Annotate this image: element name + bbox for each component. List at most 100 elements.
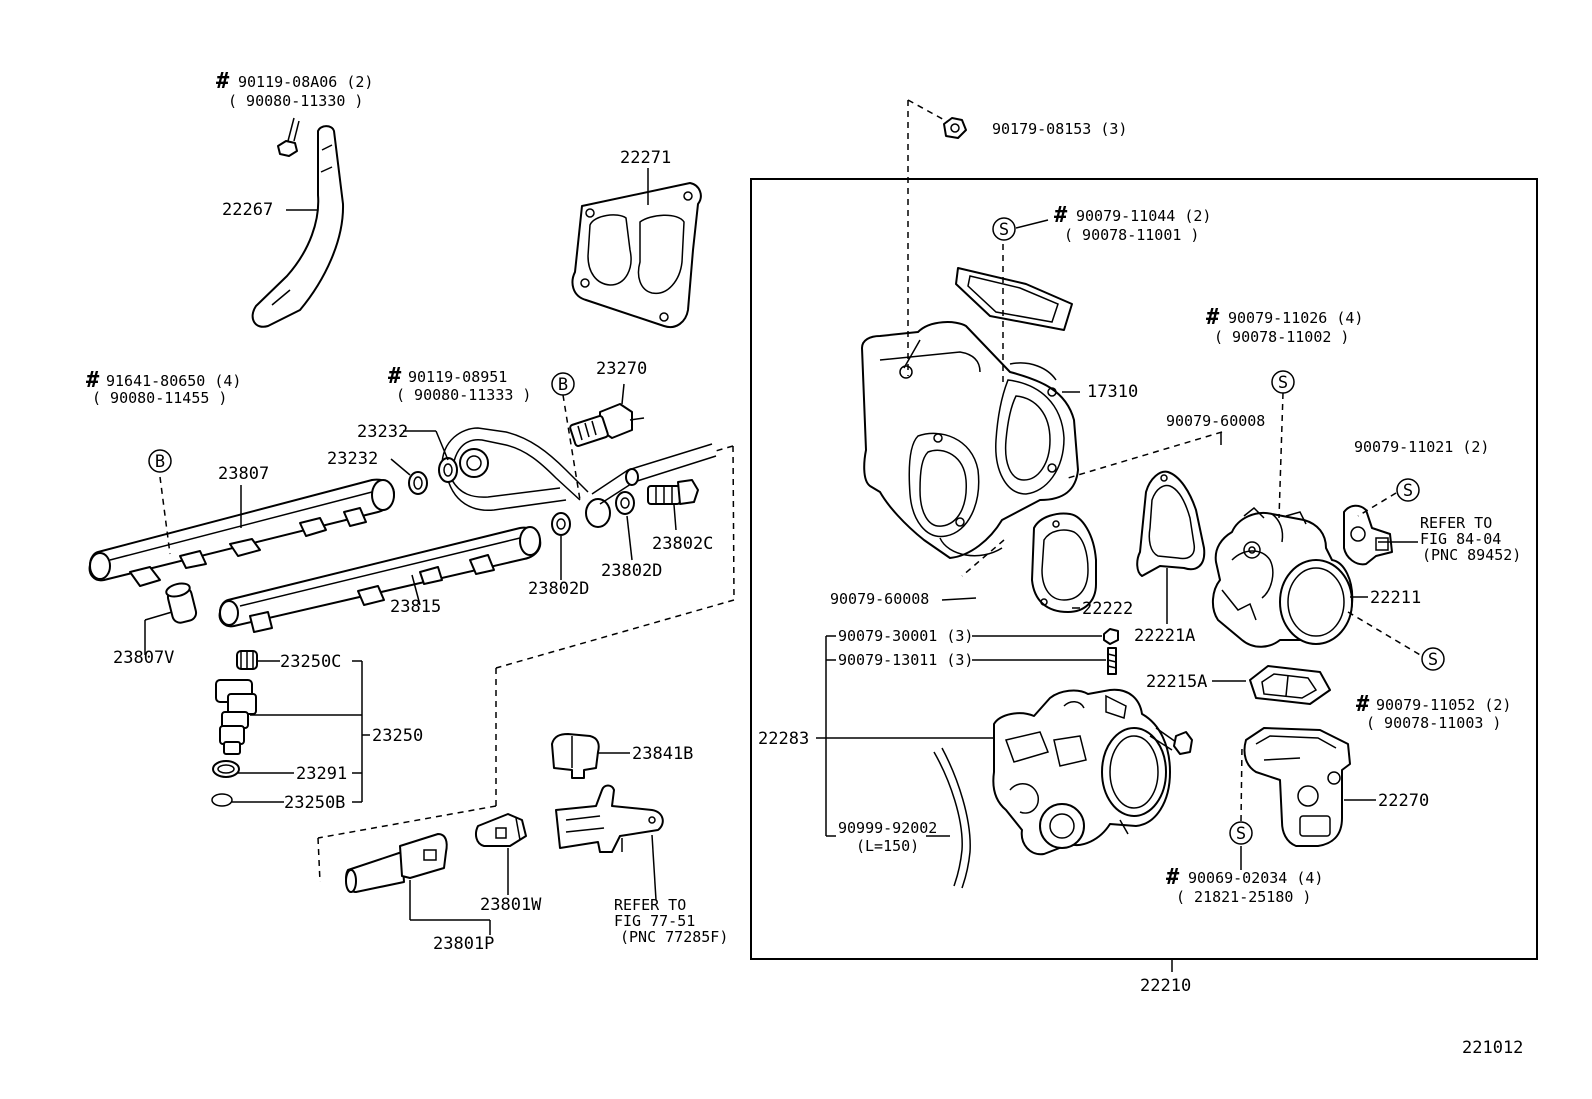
svg-text:B: B: [155, 452, 165, 472]
label-23807V: 23807V: [113, 648, 174, 668]
circle-b-marker-1: B: [148, 449, 172, 473]
label-23232-b: 23232: [327, 449, 378, 469]
label-90119-08A06: 90119-08A06 (2): [238, 73, 373, 91]
insulator-23807V-drawing: [165, 582, 198, 624]
label-90119-08951: 90119-08951: [408, 368, 507, 386]
sensor-89452-drawing: [1343, 504, 1393, 566]
label-90999-92002: 90999-92002: [838, 819, 937, 837]
label-23802D-b: 23802D: [528, 579, 589, 599]
delivery-pipe-23807-drawing: [88, 478, 395, 587]
label-23802C: 23802C: [652, 534, 713, 554]
screw-90079-30001-drawing: [1103, 628, 1119, 645]
connector-23801P-drawing: [345, 833, 448, 893]
svg-text:S: S: [1278, 373, 1288, 393]
gasket-22215A-drawing: [1249, 665, 1331, 705]
label-22211: 22211: [1370, 588, 1421, 608]
label-90079-60008-b: 90079-60008: [830, 590, 929, 608]
label-23801W: 23801W: [480, 895, 542, 915]
injector-23250-drawing: [215, 650, 258, 755]
label-23232-a: 23232: [357, 422, 408, 442]
label-90080-11455: ( 90080-11455 ): [92, 389, 227, 407]
circle-s-marker-4: S: [1421, 647, 1445, 671]
diagram-id: 221012: [1462, 1038, 1523, 1058]
leader-lines: [144, 168, 1418, 972]
throttle-body-22283-drawing: [992, 688, 1171, 856]
label-23270: 23270: [596, 359, 647, 379]
label-90078-11002: ( 90078-11002 ): [1214, 328, 1349, 346]
hash-marker-90079-11044: #: [1054, 203, 1068, 228]
connector-23801W-drawing: [475, 813, 527, 847]
label-22267: 22267: [222, 200, 273, 220]
label-refer-84-line2: FIG 84-04: [1420, 530, 1501, 548]
throttle-body-22211-drawing: [1212, 506, 1354, 648]
delivery-pipe-23815-drawing: [218, 526, 542, 633]
label-90079-30001: 90079-30001 (3): [838, 627, 973, 645]
dashed-leaders: [159, 99, 1423, 883]
label-21821-25180: ( 21821-25180 ): [1176, 888, 1311, 906]
fitting-23270-drawing: [569, 403, 645, 447]
bolt-90119-08A06-drawing: [277, 117, 300, 157]
circle-s-marker-1: S: [992, 217, 1016, 241]
isc-valve-22270-drawing: [1243, 727, 1351, 847]
gasket-23232-a-drawing: [438, 457, 458, 483]
label-90079-11021: 90079-11021 (2): [1354, 438, 1489, 456]
svg-text:B: B: [558, 375, 568, 395]
wire-bracket-drawing: [555, 784, 664, 853]
label-22210: 22210: [1140, 976, 1191, 996]
throttle-body-assembly-frame: [750, 178, 1538, 960]
gasket-23802D-b-drawing: [615, 491, 635, 515]
circle-s-marker-5: S: [1229, 821, 1253, 845]
bracket-22267-drawing: [251, 125, 345, 328]
gasket-22221A-drawing: [1136, 470, 1206, 577]
circle-b-marker-2: B: [551, 372, 575, 396]
air-intake-chamber-17310-drawing: [861, 321, 1079, 559]
label-90079-11026: 90079-11026 (4): [1228, 309, 1363, 327]
fuel-hose-drawing: [591, 443, 717, 505]
hash-marker-91641-80650: #: [86, 368, 100, 393]
svg-text:S: S: [1236, 824, 1246, 844]
label-22221A: 22221A: [1134, 626, 1195, 646]
label-22222: 22222: [1082, 599, 1133, 619]
label-22283: 22283: [758, 729, 809, 749]
hash-marker-90119-08A06: #: [216, 69, 230, 94]
label-23291: 23291: [296, 764, 347, 784]
svg-text:S: S: [1428, 650, 1438, 670]
circle-s-marker-3: S: [1396, 478, 1420, 502]
label-refer-77-line3: (PNC 77285F): [620, 928, 728, 946]
label-22271: 22271: [620, 148, 671, 168]
label-refer-84-line1: REFER TO: [1420, 514, 1492, 532]
label-90079-60008-a: 90079-60008: [1166, 412, 1265, 430]
hash-marker-90079-11026: #: [1206, 305, 1220, 330]
hose-90999-92002-drawing: [933, 747, 971, 889]
label-90079-11044: 90079-11044 (2): [1076, 207, 1211, 225]
label-refer-84-line3: (PNC 89452): [1422, 546, 1521, 564]
gasket-22271-drawing: [571, 182, 702, 328]
isc-bolt-drawing: [1149, 727, 1193, 755]
label-90080-11330: ( 90080-11330 ): [228, 92, 363, 110]
gasket-23232-b-drawing: [408, 471, 428, 495]
label-23250C: 23250C: [280, 652, 341, 672]
label-23801P: 23801P: [433, 934, 494, 954]
label-90078-11003: ( 90078-11003 ): [1366, 714, 1501, 732]
label-90999-length: (L=150): [856, 837, 919, 855]
nut-90179-08153-drawing: [943, 117, 967, 139]
union-bolt-23802C-drawing: [647, 479, 699, 505]
gasket-22222-drawing: [1031, 512, 1097, 613]
label-91641-80650: 91641-80650 (4): [106, 372, 241, 390]
label-90079-13011: 90079-13011 (3): [838, 651, 973, 669]
label-23815: 23815: [390, 597, 441, 617]
hash-marker-90119-08951: #: [388, 364, 402, 389]
label-90078-11001: ( 90078-11001 ): [1064, 226, 1199, 244]
label-23250: 23250: [372, 726, 423, 746]
label-90069-02034: 90069-02034 (4): [1188, 869, 1323, 887]
label-22215A: 22215A: [1146, 672, 1207, 692]
screw-90079-13011-drawing: [1107, 647, 1117, 675]
fuel-pipe-drawing: [441, 427, 611, 528]
label-23802D-a: 23802D: [601, 561, 662, 581]
svg-text:S: S: [999, 220, 1009, 240]
o-ring-23250B-drawing: [211, 793, 233, 807]
cover-gasket-drawing: [955, 267, 1073, 331]
label-23807: 23807: [218, 464, 269, 484]
label-17310: 17310: [1087, 382, 1138, 402]
